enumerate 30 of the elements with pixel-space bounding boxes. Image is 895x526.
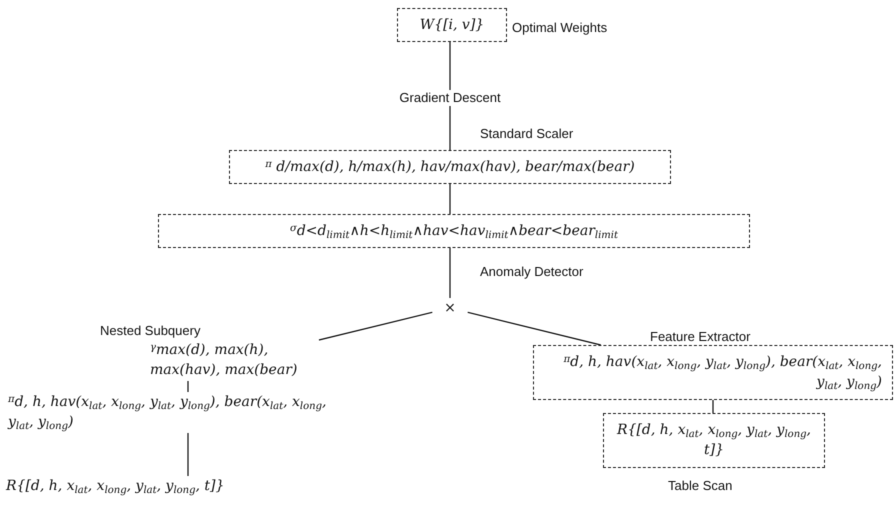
operator-caption: Standard Scaler (480, 126, 574, 141)
operator-box (603, 413, 825, 468)
formula-text: R{[d, h, x$_{lat}$, x$_{long}$, y$_{lat}$, y$_{long}$, t]} (6, 477, 226, 496)
operator-caption: Nested Subquery (100, 323, 200, 338)
operator-caption: Anomaly Detector (480, 264, 584, 279)
operator-label: Gradient Descent (398, 90, 502, 106)
connector-line (449, 248, 451, 298)
operator-caption: Feature Extractor (650, 329, 750, 344)
connector-line (449, 184, 451, 214)
connector-line (187, 381, 189, 392)
formula-text: $^{π}$ d/max(d), h/max(h), hav/max(hav), bear/max(bear) (264, 158, 636, 177)
connector-line (318, 312, 432, 341)
formula-text: $^{π}$d, h, hav(x$_{lat}$, x$_{long}$, y$_{lat}$, y$_{long}$), bear(x$_{lat}$, x$_{long}$, y$_{lat}$, y$_{long}$) (8, 393, 328, 433)
operator-box (229, 150, 671, 184)
formula-text: $^{π}$d, h, hav(x$_{lat}$, x$_{long}$, y$_{lat}$, y$_{long}$), bear(x$_{lat}$, x$_{long}$, y$_{lat}$, y$_{long}$) (562, 353, 882, 393)
operator-caption: Optimal Weights (512, 20, 608, 35)
formula-text: $^{γ}$max(d), max(h), max(hav), max(bear) (150, 341, 298, 380)
formula-text: × (443, 299, 457, 318)
connector-line (449, 106, 451, 150)
connector-line (712, 400, 714, 413)
formula-text: R{[d, h, x$_{lat}$, x$_{long}$, y$_{lat}$, y$_{long}$, t]} (616, 421, 812, 460)
connector-line (468, 312, 602, 346)
operator-box (533, 345, 893, 400)
formula-text: W{[i, v]} (418, 16, 486, 35)
operator-box (158, 214, 750, 248)
connector-line (187, 433, 189, 476)
operator-caption: Table Scan (668, 478, 732, 493)
formula-text: $^{σ}$d<d$_{limit}$∧h<h$_{limit}$∧hav<hav$_{limit}$∧bear<bear$_{limit}$ (288, 222, 620, 242)
connector-line (449, 42, 451, 90)
operator-box (397, 8, 507, 42)
